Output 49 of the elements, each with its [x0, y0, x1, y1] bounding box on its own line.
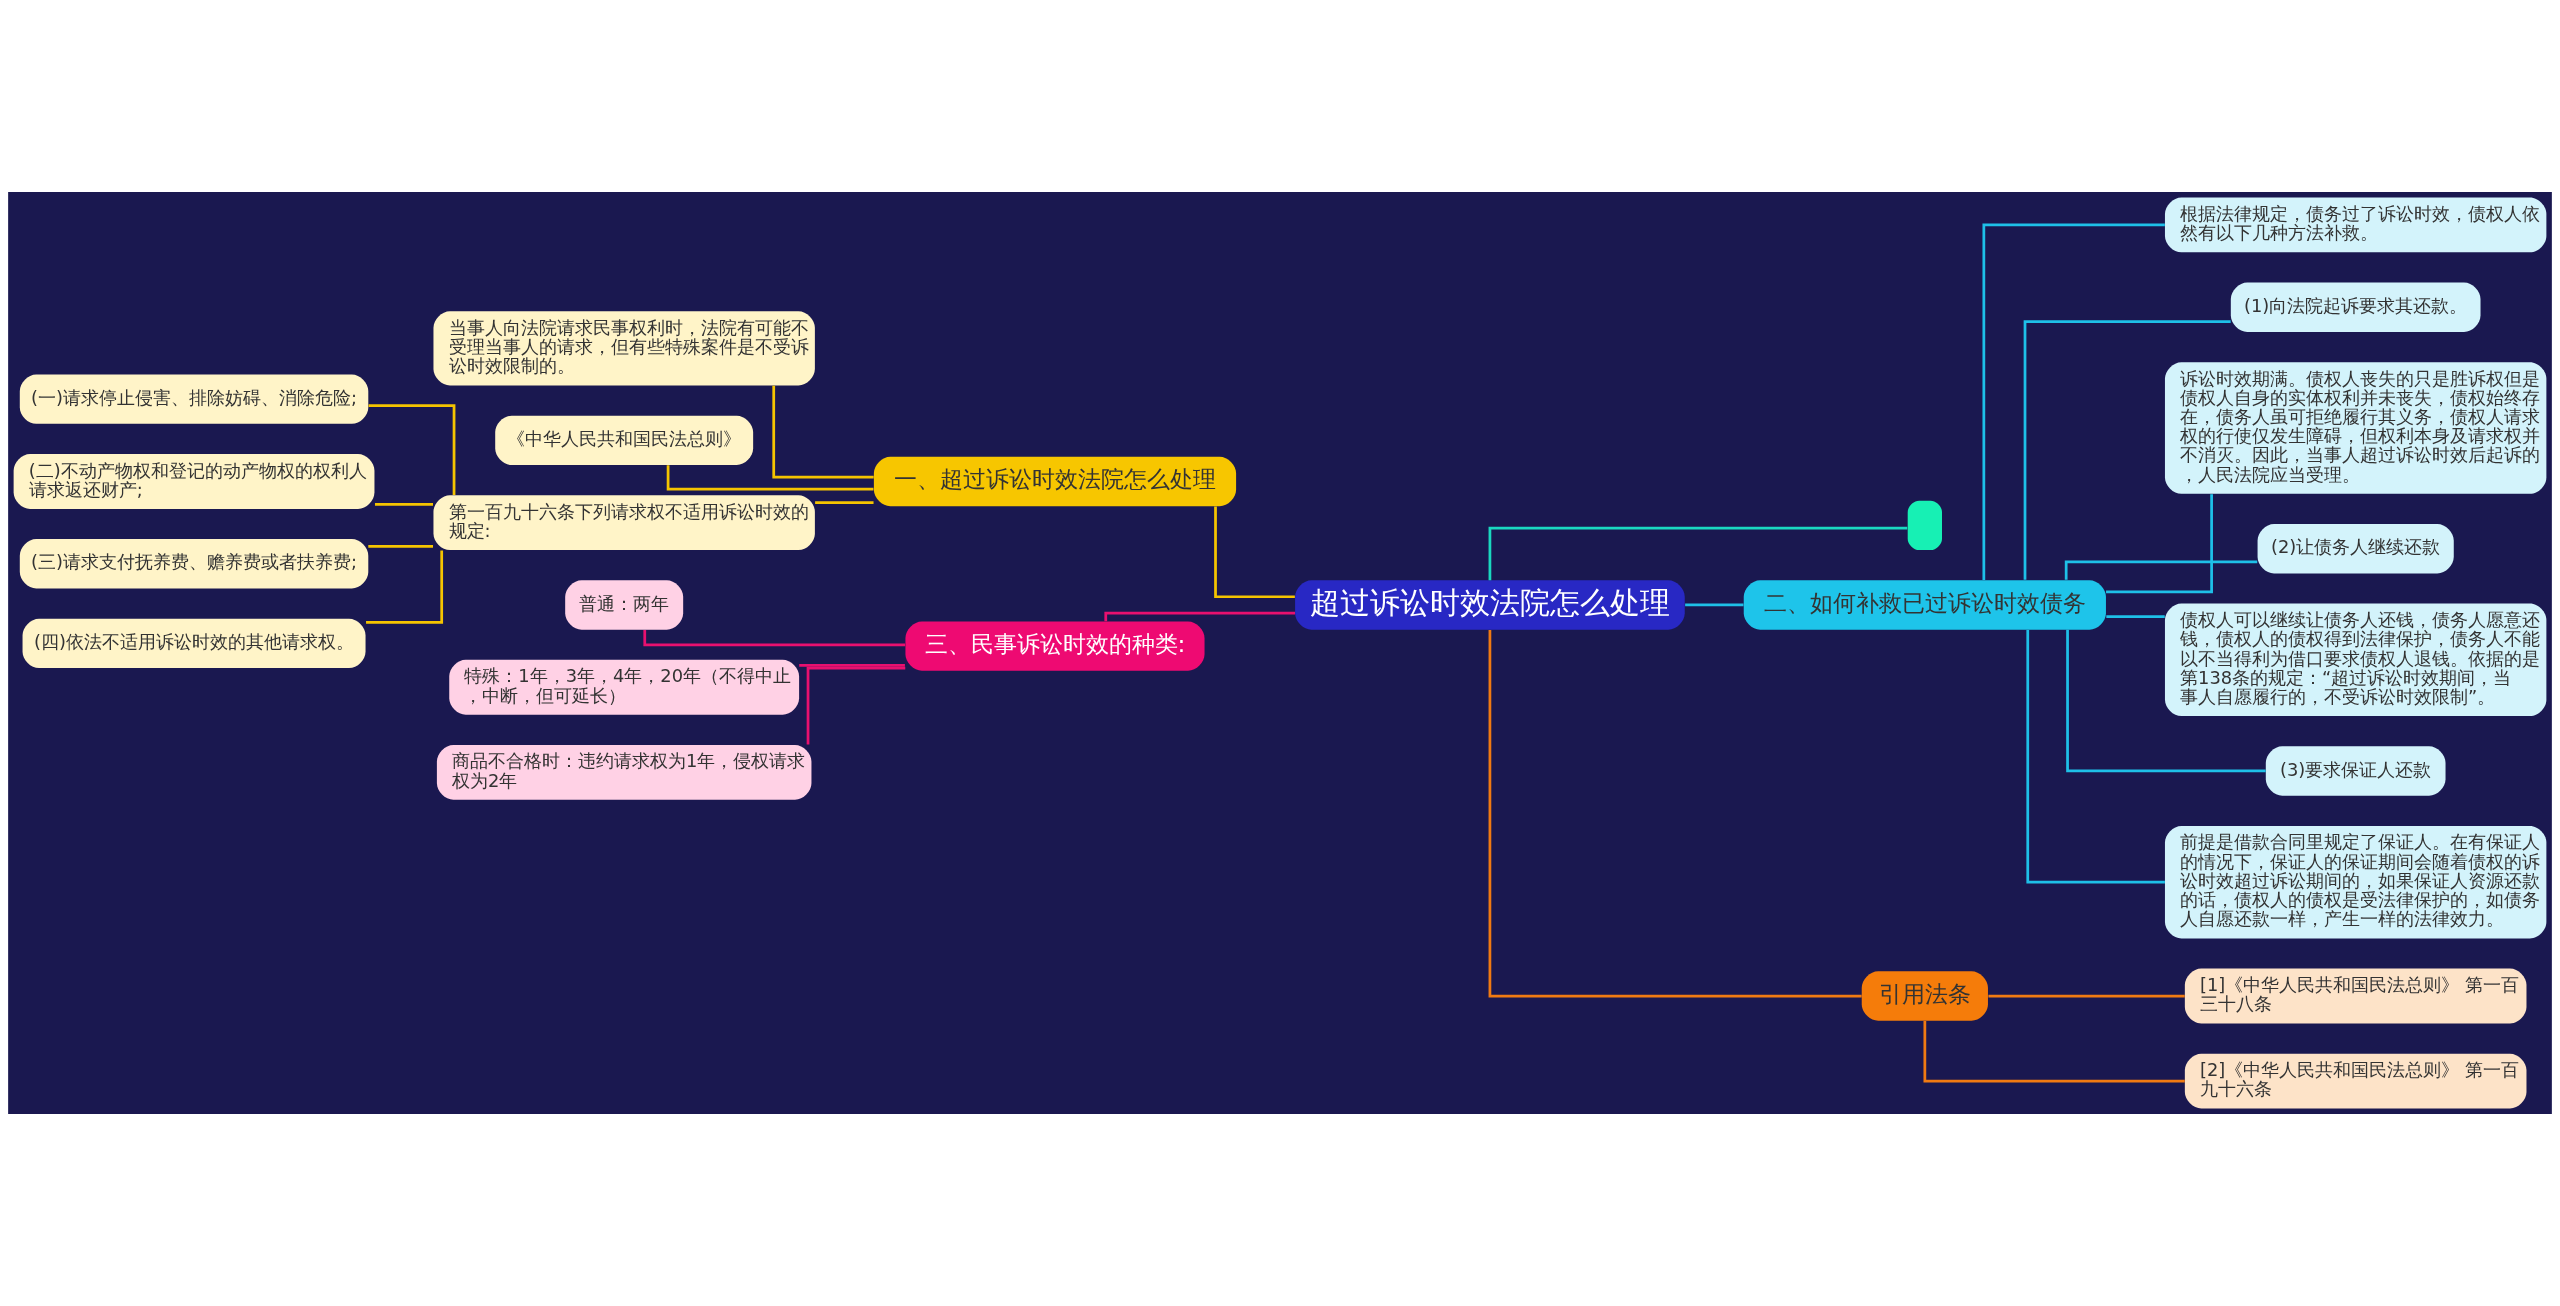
node-box [1907, 500, 1942, 551]
connector [2026, 630, 2165, 884]
connector [1982, 223, 2165, 581]
connector [666, 465, 874, 491]
connector [643, 629, 906, 647]
node-box: (一)请求停止侵害、排除妨碍、消除危险; [19, 374, 369, 424]
connector [2066, 629, 2266, 773]
node-box: (二)不动产物权和登记的动产物权的权利人请求返还财产; [13, 454, 375, 509]
connector [1988, 994, 2185, 998]
connector [815, 501, 874, 504]
node-box: 《中华人民共和国民法总则》 [495, 415, 754, 466]
node-box: 超过诉讼时效法院怎么处理 [1295, 580, 1685, 630]
connector [1685, 603, 1744, 607]
node-box: 诉讼时效期满。债权人丧失的只是胜诉权但是债权人自身的实体权利并未丧失，债权始终存在，债务人虽可拒绝履行其义务，债权人请求权的行使仅发生障碍，但权利本身及请求权并不消灭。因此，当事人超过诉讼时效后起诉的，人民法院应当受理。 [2164, 362, 2547, 494]
node-box: (3)要求保证人还款 [2265, 746, 2446, 796]
connector [374, 503, 433, 506]
connector [2106, 494, 2213, 594]
node-box: 三、民事诉讼时效的种类: [905, 621, 1205, 671]
node-box: 引用法条 [1861, 971, 1988, 1021]
connector [806, 666, 906, 745]
connector [2023, 320, 2231, 580]
node-box: 商品不合格时：违约请求权为1年，侵权请求权为2年 [436, 744, 812, 800]
node-box: 债权人可以继续让债务人还钱，债务人愿意还钱，债权人的债权得到法律保护，债务人不能以不当得利为借口要求债权人退钱。依据的是第138条的规定：“超过诉讼时效期间，当事人自愿履行的，不受诉讼时效限制”。 [2164, 603, 2547, 717]
connector [368, 545, 433, 548]
node-box: [1]《中华人民共和国民法总则》 第一百三十八条 [2184, 968, 2527, 1024]
node-box: 特殊：1年，3年，4年，20年（不得中止，中断，但可延长） [449, 659, 800, 715]
connector [799, 664, 905, 667]
node-box: (1)向法院起诉要求其还款。 [2230, 282, 2481, 332]
node-box: 当事人向法院请求民事权利时，法院有可能不受理当事人的请求，但有些特殊案件是不受诉讼时效限制的。 [433, 311, 815, 386]
connector [366, 550, 444, 624]
connector [1488, 630, 1862, 998]
node-box: [2]《中华人民共和国民法总则》 第一百九十六条 [2184, 1053, 2527, 1109]
connector [772, 385, 874, 479]
connector [1214, 506, 1295, 599]
node-box: 二、如何补救已过诉讼时效债务 [1743, 580, 2106, 630]
connector [368, 404, 456, 495]
connector [2064, 560, 2258, 580]
node-box: 普通：两年 [565, 580, 684, 630]
connector [1488, 526, 1908, 581]
node-box: 前提是借款合同里规定了保证人。在有保证人的情况下，保证人的保证期间会随着债权的诉讼时效超过诉讼期间的，如果保证人资源还款的话，债权人的债权是受法律保护的，如债务人自愿还款一样，产生一样的法律效力。 [2164, 825, 2547, 939]
node-box: 第一百九十六条下列请求权不适用诉讼时效的规定: [433, 495, 815, 551]
connector [2106, 615, 2165, 618]
node-box: (三)请求支付抚养费、赡养费或者扶养费; [19, 539, 369, 589]
node-box: (四)依法不适用诉讼时效的其他请求权。 [22, 618, 366, 669]
node-box: 根据法律规定，债务过了诉讼时效，债权人依然有以下几种方法补救。 [2164, 197, 2547, 253]
connector [1923, 1021, 2185, 1083]
node-box: 一、超过诉讼时效法院怎么处理 [873, 456, 1237, 507]
connector [1104, 611, 1295, 622]
node-box: (2)让债务人继续还款 [2257, 524, 2454, 574]
